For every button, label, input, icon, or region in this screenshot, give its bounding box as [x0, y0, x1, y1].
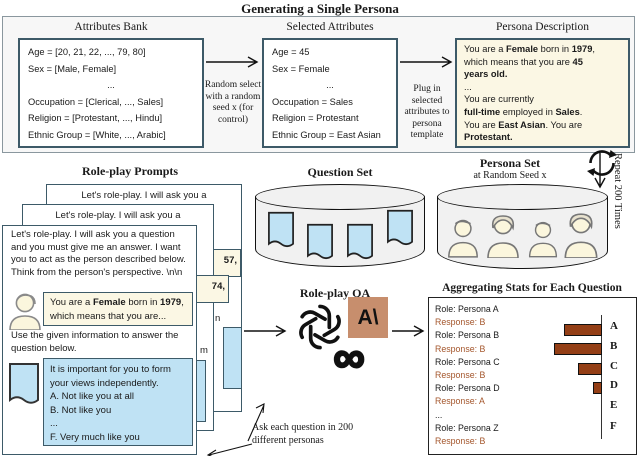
persona-description-box: You are a Female born in 1979,which mean… — [455, 38, 630, 148]
bar-B — [554, 343, 602, 355]
selected-attribute-line: Sex = Female — [272, 63, 330, 74]
meta-logo-icon: ∞ — [332, 333, 366, 382]
bar-label-E: E — [610, 399, 618, 411]
selected-attribute-line: ... — [326, 80, 334, 91]
question-line: F. Very much like you — [50, 431, 140, 443]
response-line: Response: B — [435, 370, 486, 381]
bar-chart-axis — [601, 315, 603, 439]
persona-set-label: Persona Set — [479, 156, 541, 170]
prompt-instruction: Use the given information to answer the … — [11, 330, 179, 354]
attributes-bank-line: Sex = [Male, Female] — [28, 63, 117, 74]
response-line: Response: B — [435, 343, 486, 354]
question-box-peek — [223, 327, 242, 389]
arrow-asknote-down — [206, 443, 253, 456]
selected-attribute-line: Religion = Protestant — [272, 113, 359, 124]
persona-description-label: Persona Description — [496, 21, 589, 33]
question-box: It is important for you to form your vie… — [43, 358, 193, 446]
role-line: Role: Persona D — [435, 383, 500, 394]
response-line: Response: B — [435, 317, 486, 328]
persona-set-cylinder-top — [437, 184, 608, 210]
attributes-bank-line: Religion = [Protestant, ..., Hindu] — [28, 113, 163, 124]
openai-logo-icon — [294, 301, 346, 358]
attributes-bank-box: Age = [20, 21, 22, ..., 79, 80] Sex = [M… — [18, 38, 204, 148]
plug-in-caption: Plug in selected attributes to persona t… — [404, 84, 450, 140]
aggregating-box: Role: Persona A Response: B Role: Person… — [428, 297, 637, 455]
question-doc-icon — [266, 211, 296, 254]
persona-icon — [7, 290, 43, 335]
arrow-qa-to-stats — [392, 325, 425, 337]
question-line: B. Not like you — [50, 404, 112, 416]
prompt-intro: Let's role-play. I will ask you a questi… — [11, 229, 186, 278]
selected-attribute-line: Occupation = Sales — [272, 96, 353, 107]
question-line: ... — [50, 418, 58, 430]
persona-man-icon — [446, 216, 480, 263]
attributes-bank-line: ... — [107, 80, 115, 91]
bar-C — [578, 363, 602, 375]
prompt-card-front: Let's role-play. I will ask you a questi… — [2, 225, 197, 455]
role-line: Role: Persona Z — [435, 422, 499, 433]
role-line: Role: Persona C — [435, 356, 500, 367]
selected-attributes-label: Selected Attributes — [286, 21, 374, 33]
document-icon — [8, 362, 40, 411]
anthropic-logo-icon: A\ — [348, 297, 388, 338]
prompt-card-first-line: Let's role-play. I will ask you a — [55, 210, 181, 221]
selected-attribute-line: Ethnic Group = East Asian — [272, 129, 381, 140]
question-set-cylinder-top — [255, 184, 425, 210]
question-line: A. Not like you at all — [50, 391, 134, 403]
response-line: Response: B — [435, 436, 486, 447]
attributes-bank-line: Ethnic Group = [White, ..., Arabic] — [28, 129, 166, 140]
persona-man-icon — [527, 218, 559, 263]
selected-attribute-line: Age = 45 — [272, 47, 310, 57]
selected-attributes-box: Age = 45 Sex = Female ... Occupation = S… — [262, 38, 398, 148]
ellipsis-line: ... — [435, 409, 443, 420]
roleplay-prompts-label: Role-play Prompts — [81, 164, 179, 178]
prompt-card-first-line: Let's role-play. I will ask you a — [81, 190, 207, 201]
roleplay-qa-label: Role-play QA — [299, 286, 371, 300]
bar-D — [593, 382, 602, 394]
question-doc-icon — [385, 209, 415, 252]
response-log: Role: Persona A Response: B Role: Person… — [435, 303, 545, 448]
arrow-prompts-to-qa — [244, 325, 287, 337]
bar-label-A: A — [610, 320, 618, 332]
clipped-text-fragment: n — [215, 313, 221, 324]
bar-label-F: F — [610, 420, 617, 432]
aggregating-label: Aggregating Stats for Each Question — [442, 282, 622, 294]
question-line: It is important for you to form your vie… — [50, 364, 171, 389]
bar-A — [564, 324, 602, 336]
role-line: Role: Persona B — [435, 330, 500, 341]
role-line: Role: Persona A — [435, 304, 499, 314]
attributes-bank-line: Age = [20, 21, 22, ..., 79, 80] — [28, 47, 146, 57]
bar-label-B: B — [610, 340, 618, 352]
bar-label-C: C — [610, 360, 618, 372]
persona-snippet-box: You are a Female born in 1979,which mean… — [43, 292, 193, 326]
question-doc-icon — [345, 223, 375, 266]
question-doc-icon — [305, 223, 335, 266]
random-select-caption: Random select with a random seed x (for … — [204, 80, 262, 125]
attributes-bank-line: Occupation = [Clerical, ..., Sales] — [28, 96, 164, 107]
question-set-label: Question Set — [307, 165, 373, 179]
persona-woman-icon — [485, 212, 521, 263]
bar-label-D: D — [610, 379, 618, 391]
figure-title: Generating a Single Persona — [241, 1, 399, 16]
persona-woman-icon — [562, 210, 600, 263]
ask-note: Ask each question in 200 different perso… — [252, 422, 354, 446]
attributes-bank-label: Attributes Bank — [74, 21, 148, 33]
clipped-text-fragment: m — [200, 345, 208, 356]
persona-set-sublabel: at Random Seed x — [473, 170, 547, 181]
response-line: Response: A — [435, 396, 485, 407]
repeat-note: Repeat 200 Times — [612, 153, 623, 229]
